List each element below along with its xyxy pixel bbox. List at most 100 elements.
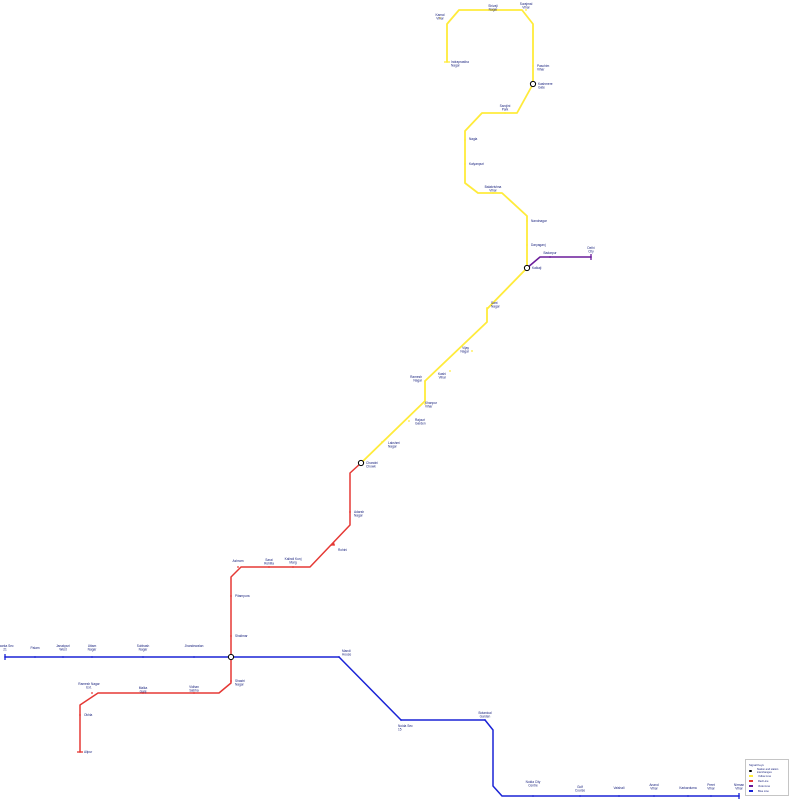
blue-line-swatch [749, 790, 753, 792]
station-tick-blue[interactable] [34, 656, 36, 658]
station-tick-red[interactable] [230, 635, 232, 637]
legend-item-blue: Blue Line [749, 789, 769, 793]
legend-label: Violet Line [758, 784, 771, 788]
station-tick-red[interactable] [333, 544, 335, 546]
station-tick-red[interactable] [268, 566, 270, 568]
station-tick-purple[interactable] [549, 256, 551, 258]
interchange-station-marker[interactable] [357, 459, 365, 467]
station-ticks [4, 9, 740, 797]
station-tick-yellow[interactable] [532, 65, 534, 67]
station-tick-blue[interactable] [62, 656, 64, 658]
station-label: Alipur [84, 750, 93, 754]
route-layer [5, 9, 739, 797]
station-tick-purple[interactable] [590, 256, 592, 258]
legend-label: Yellow Line [758, 774, 772, 778]
station-tick-yellow[interactable] [424, 403, 426, 405]
station-tick-blue[interactable] [687, 795, 689, 797]
station-tick-yellow[interactable] [464, 139, 466, 141]
station-tick-yellow[interactable] [439, 17, 441, 19]
station-tick-blue[interactable] [653, 795, 655, 797]
station-tick-yellow[interactable] [526, 244, 528, 246]
station-tick-red[interactable] [230, 595, 232, 597]
station-tick-yellow[interactable] [446, 61, 448, 63]
station-tick-yellow[interactable] [471, 350, 473, 352]
station-label: Karkarduma [679, 786, 697, 790]
interchange-icon [749, 769, 752, 773]
station-tick-yellow[interactable] [424, 380, 426, 382]
station-tick-yellow[interactable] [449, 370, 451, 372]
station-label: Kalkaji [532, 266, 542, 270]
station-label: Pitampura [235, 594, 250, 598]
station-tick-red[interactable] [193, 692, 195, 694]
interchange-station-marker[interactable] [227, 653, 235, 661]
station-tick-red[interactable] [142, 692, 144, 694]
station-tick-yellow[interactable] [525, 9, 527, 11]
purple-line-route [526, 256, 591, 269]
station-tick-yellow[interactable] [492, 9, 494, 11]
station-tick-blue[interactable] [618, 795, 620, 797]
yellow-line-route [360, 9, 534, 464]
station-tick-red[interactable] [91, 692, 93, 694]
station-label: Nagla [469, 137, 478, 141]
station-tick-blue[interactable] [484, 719, 486, 721]
station-tick-blue[interactable] [193, 656, 195, 658]
station-tick-blue[interactable] [579, 795, 581, 797]
map-legend: Signal Keys Station and station intercha… [745, 759, 789, 796]
station-tick-yellow[interactable] [464, 163, 466, 165]
station-tick-blue[interactable] [400, 719, 402, 721]
red-line-swatch [749, 780, 753, 782]
station-tick-red[interactable] [292, 566, 294, 568]
station-label: Okhla [84, 713, 93, 717]
station-tick-yellow[interactable] [381, 441, 383, 443]
station-tick-yellow[interactable] [408, 420, 410, 422]
station-tick-yellow[interactable] [492, 192, 494, 194]
blue-line-route [5, 656, 739, 797]
station-tick-blue[interactable] [338, 656, 340, 658]
station-label: Badarpur [543, 251, 557, 255]
station-tick-red[interactable] [237, 566, 239, 568]
station-tick-blue[interactable] [4, 656, 6, 658]
station-label: Shalimar [235, 634, 249, 638]
station-tick-red[interactable] [230, 680, 232, 682]
station-label: Rohini [338, 548, 347, 552]
station-tick-yellow[interactable] [504, 112, 506, 114]
interchange-station-marker[interactable] [523, 264, 531, 272]
station-tick-blue[interactable] [532, 795, 534, 797]
legend-label: Red Line [758, 779, 769, 783]
interchange-station-marker[interactable] [529, 80, 537, 88]
station-tick-blue[interactable] [710, 795, 712, 797]
station-tick-blue[interactable] [91, 656, 93, 658]
station-tick-blue[interactable] [142, 656, 144, 658]
station-tick-red[interactable] [79, 751, 81, 753]
purple-line-swatch [749, 785, 753, 787]
station-tick-yellow[interactable] [486, 307, 488, 309]
station-tick-blue[interactable] [738, 795, 740, 797]
station-label: Palam [30, 646, 39, 650]
legend-item-purple: Violet Line [749, 784, 770, 788]
station-tick-yellow[interactable] [526, 220, 528, 222]
station-tick-red[interactable] [349, 511, 351, 513]
station-label: Daryaganj [531, 243, 546, 247]
station-tick-red[interactable] [79, 714, 81, 716]
